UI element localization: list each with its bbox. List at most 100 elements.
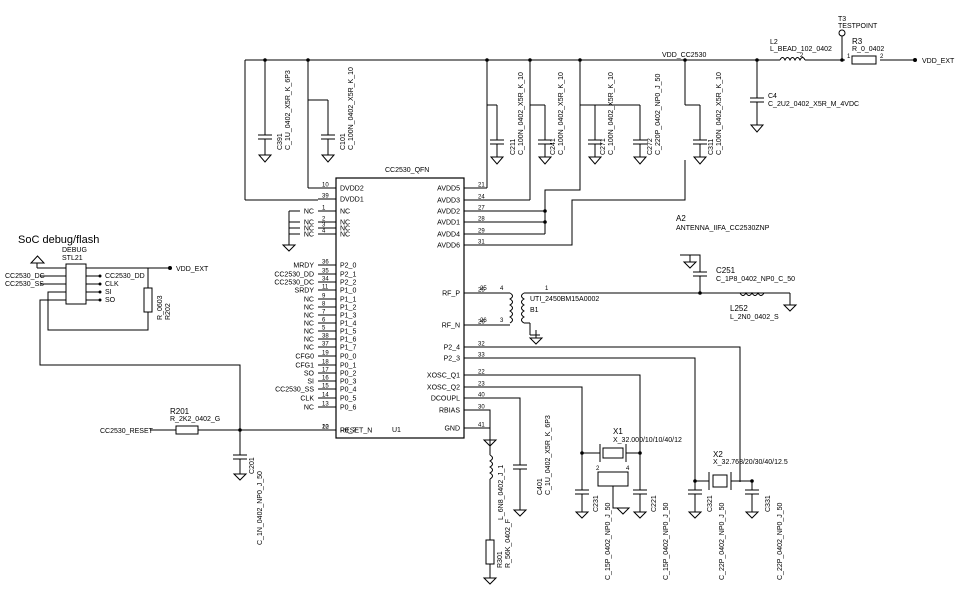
c201-ref: C201 <box>249 457 256 474</box>
pin-number: 23 <box>478 382 485 388</box>
net-label: NC <box>304 313 314 320</box>
ic-pin-left: P1_55 <box>318 326 356 336</box>
ic-pin-left: NC1 <box>318 206 350 216</box>
pin-number: 1 <box>322 206 326 212</box>
pin-name: NC <box>340 220 350 227</box>
pin-number: 39 <box>322 194 329 200</box>
x1-val: X_32.000/10/10/40/12 <box>613 437 682 444</box>
ic-pin-left: P2_234 <box>318 277 356 287</box>
net-label: CC2530_DC <box>274 280 314 287</box>
net-label: NC <box>304 220 314 227</box>
debug-ref: STL21 <box>62 255 83 262</box>
net-label: CLK <box>300 396 314 403</box>
r301-ref: R301 <box>497 551 504 568</box>
x2-val: X_32.768/20/30/40/12.5 <box>713 459 788 466</box>
resistor-icon <box>485 539 495 565</box>
net-label: NC <box>304 209 314 216</box>
r201-val: R_2K2_0402_G <box>170 416 220 423</box>
ic-pin-left: NC4 <box>318 229 350 239</box>
ic-name: CC2530_QFN <box>385 167 429 174</box>
c211-val: C_100N_0402_X5R_K_10 <box>518 72 525 155</box>
ic-pin-left: P0_514 <box>318 393 356 403</box>
net-label: NC <box>304 232 314 239</box>
pin-name: P2_0 <box>340 263 356 270</box>
ground-icon <box>744 511 760 519</box>
debug-left-1: CC2530_SS <box>5 281 44 288</box>
ground-icon <box>632 156 648 165</box>
ic-pin-left: P0_217 <box>318 368 356 378</box>
net-label: CFG0 <box>295 354 314 361</box>
debug-left-0: CC2530_DC <box>5 273 45 280</box>
power-icon <box>29 255 46 264</box>
c231-val: C_15P_0402_NP0_J_50 <box>605 502 612 580</box>
net-label: NC <box>304 297 314 304</box>
resistor-icon <box>143 287 153 313</box>
ground-icon <box>512 509 528 517</box>
testpoint-icon <box>838 29 846 37</box>
ic-pin-left: P1_011 <box>318 285 356 295</box>
c251-ref: C251 <box>716 266 736 275</box>
crystal-icon <box>712 474 728 488</box>
svg-text:1: 1 <box>545 286 549 292</box>
ground-icon <box>257 154 273 163</box>
balun-coil-icon <box>509 292 513 324</box>
ic-pin-left: P0_415 <box>318 384 356 394</box>
pin-name: NC <box>340 226 350 233</box>
l252-val: L_2N0_0402_S <box>730 314 779 321</box>
ic-pin-left: NC2 <box>318 217 350 227</box>
ic-pin-left: NC3 <box>318 223 350 233</box>
pin-name: P1_6 <box>340 337 356 344</box>
vdd-rail: VDD_CC2530 VDD_EXT <box>245 52 955 65</box>
ic-pin-left: P1_6 38 <box>318 334 356 344</box>
l2-ref: L2 <box>770 39 778 46</box>
pin-name: P0_3 <box>340 379 356 386</box>
pin-number: 16 <box>322 376 329 382</box>
r202-val: R_0603 <box>157 295 164 320</box>
svg-text:2: 2 <box>596 466 600 472</box>
pin-name: AVDD5 <box>437 186 460 193</box>
c4-val: C_2U2_0402_X5R_M_4VDC <box>768 101 859 108</box>
pin-name: AVDD1 <box>437 220 460 227</box>
pin-name: RBIAS <box>439 408 460 415</box>
pin-number: 35 <box>322 269 329 275</box>
c272-ref: C272 <box>647 138 654 155</box>
resistor-icon <box>851 55 877 65</box>
l2-val: L_BEAD_102_0402 <box>770 46 832 53</box>
c401-val: C_1U_0402_X5R_K_6P3 <box>545 415 552 495</box>
pin-number: 15 <box>322 384 329 390</box>
c331-val: C_22P_0402_NP0_J_50 <box>777 502 784 580</box>
crystal-icon <box>602 447 624 459</box>
pin-name: XOSC_Q1 <box>427 373 460 380</box>
avdd-wiring <box>470 160 686 246</box>
debug-section: SoC debug/flash DEBUG STL21 CC2530_DC CC… <box>5 234 336 545</box>
c231-ref: C231 <box>593 495 600 512</box>
net-label: SRDY <box>295 288 315 295</box>
pin-name: P0_0 <box>340 354 356 361</box>
capacitor-c4: C4 C_2U2_0402_X5R_M_4VDC <box>749 58 859 133</box>
svg-text:25: 25 <box>480 286 487 292</box>
pin-number: 13 <box>322 402 329 408</box>
pin-number: 31 <box>478 240 485 246</box>
pin-name: DCOUPL <box>431 396 460 403</box>
net-label: MRDY <box>293 263 314 270</box>
pin-name: P2_4 <box>444 345 460 352</box>
pin-name: P0_7 <box>340 428 356 435</box>
ic-pin-left: P2_135 <box>318 269 356 279</box>
net-label: NC <box>304 321 314 328</box>
decoupling-caps: C391 C_1U_0402_X5R_K_6P3 C101 C_100N_040… <box>244 58 723 201</box>
c221-ref: C221 <box>651 495 658 512</box>
pin-name: P1_5 <box>340 329 356 336</box>
net-label: NC <box>304 345 314 352</box>
l1-val: L_6N8_0402_J_1 <box>498 465 505 520</box>
section-title: SoC debug/flash <box>18 234 99 246</box>
pin-number: 30 <box>478 405 485 411</box>
ic-pin-left: P0_613 <box>318 402 356 412</box>
ic-pin-left: P1_737 <box>318 342 356 352</box>
pin-number: 9 <box>322 294 326 300</box>
c211-ref: C211 <box>510 139 517 155</box>
r301-val: R_56K_0402_F <box>505 519 512 568</box>
pin-name: P2_2 <box>340 280 356 287</box>
pin-number: 38 <box>322 334 329 340</box>
c401-ref: C401 <box>537 478 544 495</box>
c272-val: C_220P_0402_NP0_J_50 <box>655 74 662 155</box>
